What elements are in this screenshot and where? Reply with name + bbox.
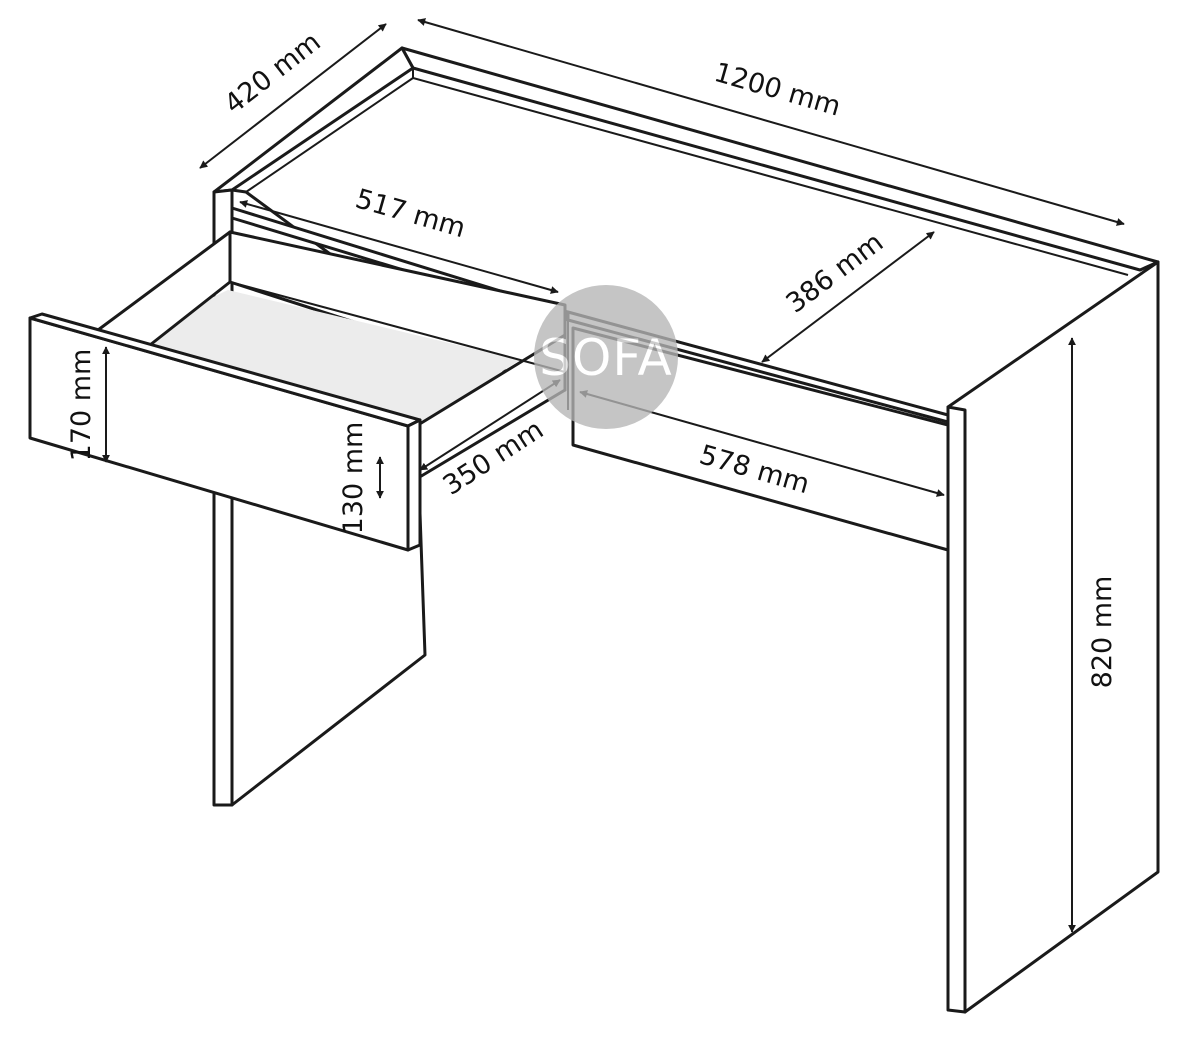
watermark-circle [534,285,678,429]
label-drawer-front-height: 170 mm [66,349,97,462]
dim-line-width [417,18,1125,226]
dim-line-drawer-depth [419,379,561,471]
open-drawer [28,230,567,552]
label-top-depth: 386 mm [781,227,890,320]
dim-line-top-depth [761,231,935,363]
dim-line-drawer-inner-width [239,200,559,294]
label-width: 1200 mm [711,57,844,123]
desk-left-rail [212,46,415,194]
label-drawer-inner-width: 517 mm [352,183,469,244]
right-leg-face [946,260,1160,1014]
label-drawer-inner-height: 130 mm [338,422,369,535]
label-height: 820 mm [1087,576,1118,689]
sofa-watermark: SOFA [534,285,678,429]
dimension-lines [102,18,1125,933]
drawer-back-bottom [229,281,566,373]
top-inner-rim-left [245,77,414,193]
dim-line-depth [199,23,387,169]
drawer-front-side-edge [406,418,422,552]
watermark-text: SOFA [539,329,672,387]
right-leg-edge [946,405,967,1014]
label-depth: 420 mm [219,26,327,120]
